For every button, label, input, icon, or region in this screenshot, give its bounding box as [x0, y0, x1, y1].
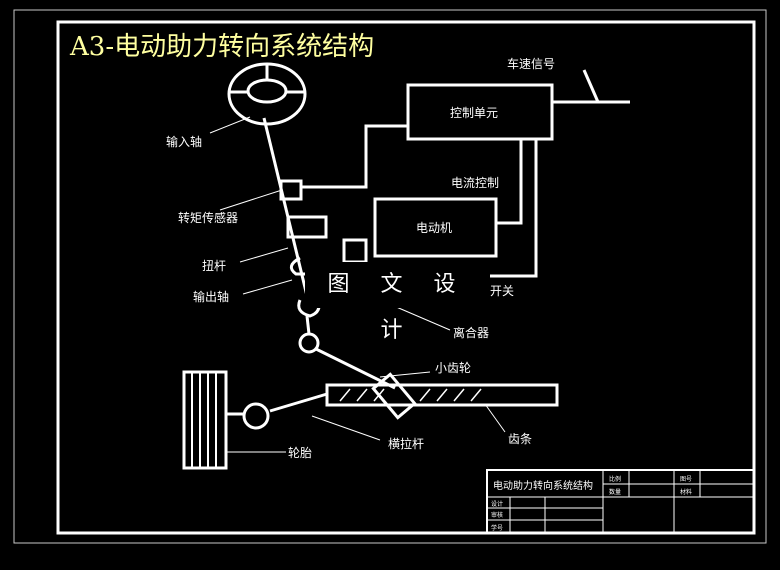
tire: [182, 370, 228, 470]
drawing-title: A3-电动助力转向系统结构: [69, 32, 374, 62]
title-block-drawing-no: 图号: [680, 476, 692, 483]
title-block: [486, 469, 755, 534]
steering-wheel-hub: [246, 78, 288, 104]
output-shaft-shape: [289, 256, 318, 276]
title-block-quantity: 数量: [609, 488, 621, 496]
motor-box: [373, 197, 498, 258]
label-motor: 电动机: [416, 221, 452, 235]
title-block-scale: 比例: [609, 475, 621, 483]
title-block-drawing-name: 电动助力转向系统结构: [493, 479, 593, 492]
label-rack: 齿条: [508, 432, 532, 446]
label-torsion-bar: 扭杆: [202, 259, 226, 273]
title-block-checker: 审核: [491, 511, 503, 519]
label-clutch: 离合器: [453, 325, 489, 340]
tie-rod: [269, 392, 328, 413]
label-tire: 轮胎: [288, 446, 312, 460]
clutch-block: [342, 238, 368, 264]
rack-hatching: [339, 388, 482, 402]
label-vehicle-speed-signal: 车速信号: [507, 56, 555, 71]
label-torque-sensor: 转矩传感器: [178, 210, 238, 225]
control-unit-box: [406, 83, 554, 141]
pinion-gear: [371, 372, 417, 420]
watermark-text: 图 文 设 计: [327, 272, 468, 343]
steering-column: [262, 117, 310, 301]
tie-rod-joint: [242, 402, 270, 430]
label-output-shaft: 输出轴: [193, 289, 229, 304]
torsion-bar-box: [286, 215, 328, 239]
outer-frame: [13, 9, 767, 544]
title-block-material: 材料: [680, 488, 692, 496]
title-block-designer: 设计: [491, 500, 503, 508]
inner-frame: [56, 20, 756, 535]
label-input-shaft: 输入轴: [166, 134, 202, 149]
label-control-unit: 控制单元: [450, 106, 498, 120]
label-tie-rod: 横拉杆: [388, 436, 424, 451]
label-current-control: 电流控制: [451, 176, 499, 190]
title-block-student-id: 学号: [491, 524, 503, 532]
watermark-backdrop: [305, 262, 490, 308]
upper-joint: [298, 332, 320, 354]
label-pinion: 小齿轮: [435, 361, 471, 375]
